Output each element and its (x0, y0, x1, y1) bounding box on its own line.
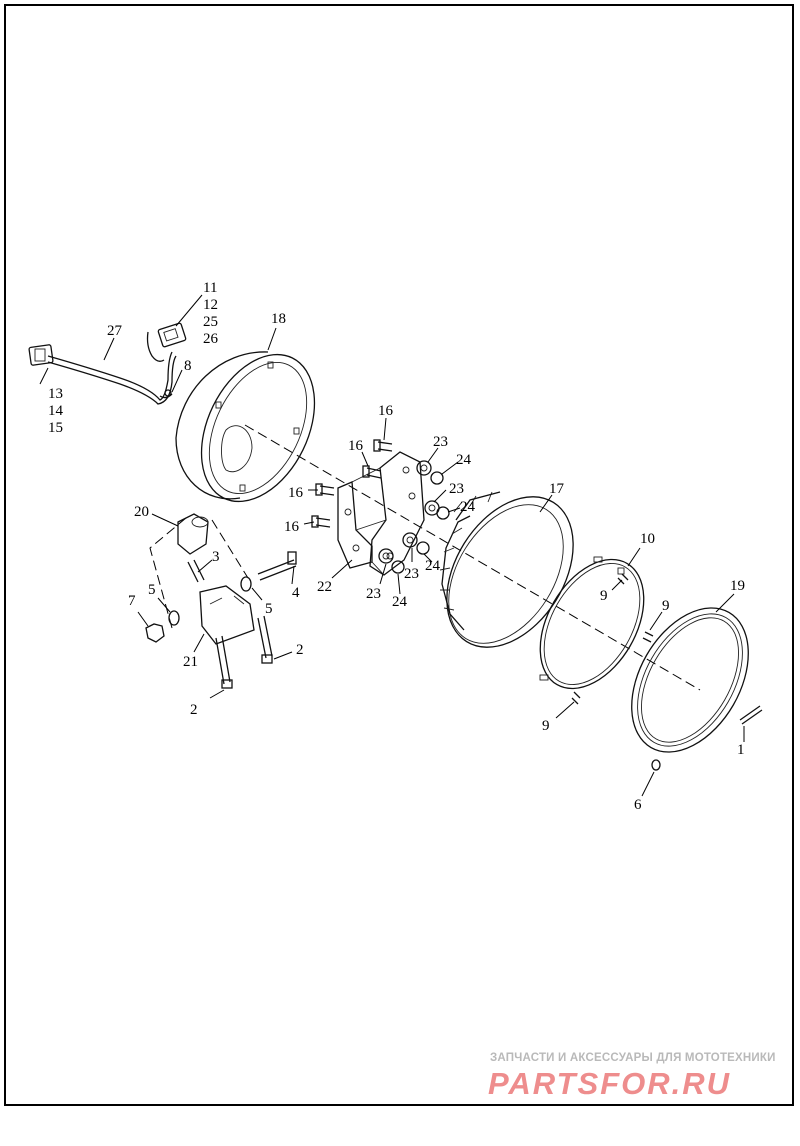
callout-16b: 16 (348, 438, 364, 454)
callout-10: 10 (640, 531, 655, 547)
callout-16a: 16 (378, 403, 394, 419)
callout-24c: 24 (425, 558, 441, 574)
clamp-assembly-part (145, 513, 297, 689)
page-frame (4, 4, 794, 1106)
callout-23b: 23 (449, 481, 464, 497)
callout-7: 7 (128, 593, 136, 609)
callout-19: 19 (730, 578, 745, 594)
callout-3: 3 (212, 549, 220, 565)
callout-15: 15 (48, 420, 63, 436)
callout-27: 27 (107, 323, 123, 339)
assembly-axis (244, 424, 701, 691)
callout-6: 6 (634, 797, 642, 813)
callout-22: 22 (317, 579, 332, 595)
callout-5a: 5 (148, 582, 156, 598)
callout-14: 14 (48, 403, 64, 419)
callout-8: 8 (184, 358, 192, 374)
headlamp-housing-part (175, 351, 316, 503)
callout-17: 17 (549, 481, 565, 497)
trim-ring-part (631, 607, 749, 753)
callout-5b: 5 (265, 601, 273, 617)
callout-21: 21 (183, 654, 198, 670)
callout-2a: 2 (296, 642, 304, 658)
screws-1-6-9 (571, 573, 763, 771)
callout-24b: 24 (460, 499, 476, 515)
callout-23c: 23 (404, 566, 419, 582)
screw-16-group (311, 439, 393, 528)
callout-12: 12 (203, 297, 218, 313)
callout-16d: 16 (284, 519, 300, 535)
callout-23a: 23 (433, 434, 448, 450)
callout-24a: 24 (456, 452, 472, 468)
retaining-ring-part (539, 556, 645, 690)
callout-16c: 16 (288, 485, 304, 501)
callout-4: 4 (292, 585, 300, 601)
callout-1: 1 (737, 742, 745, 758)
callout-25: 25 (203, 314, 218, 330)
mounting-bracket-part (337, 451, 425, 576)
led-headlamp-unit-part (439, 491, 574, 648)
nuts-and-washers-23-24 (378, 460, 450, 574)
callout-labels: 11 12 25 26 27 8 13 14 15 18 16 16 16 16… (48, 280, 745, 813)
callout-23d: 23 (366, 586, 381, 602)
leader-lines (39, 294, 745, 797)
callout-9a: 9 (600, 588, 608, 604)
callout-20: 20 (134, 504, 149, 520)
callout-18: 18 (271, 311, 286, 327)
callout-13: 13 (48, 386, 63, 402)
callout-11: 11 (203, 280, 217, 296)
wiring-harness-part (28, 322, 187, 405)
callout-24d: 24 (392, 594, 408, 610)
callout-26: 26 (203, 331, 219, 347)
callout-9b: 9 (662, 598, 670, 614)
watermark-tagline: ЗАПЧАСТИ И АКСЕССУАРЫ ДЛЯ МОТОТЕХНИКИ (490, 1052, 776, 1064)
callout-2b: 2 (190, 702, 198, 718)
callout-9c: 9 (542, 718, 550, 734)
watermark-logo: PARTSFOR.RU (488, 1066, 732, 1101)
